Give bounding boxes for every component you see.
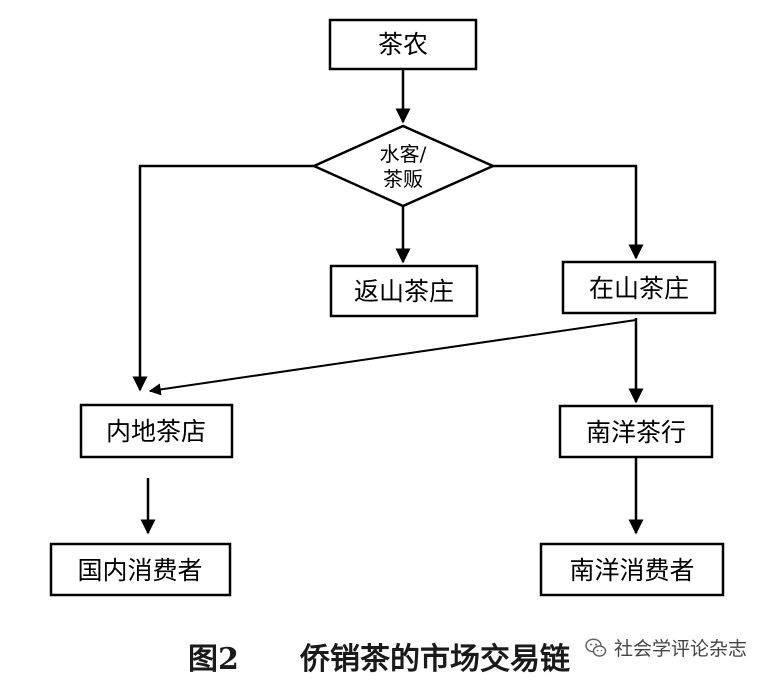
node-tea-farmer-label: 茶农 (378, 30, 428, 59)
figure-number: 图2 (188, 642, 239, 677)
figure-caption: 图2 侨销茶的市场交易链 (0, 626, 771, 677)
node-in-mountain-label: 在山茶庄 (589, 274, 689, 303)
node-inland-tea-shop: 内地茶店 (79, 403, 234, 459)
node-domestic-consumer-label: 国内消费者 (77, 556, 202, 585)
arrow-in-mountain-to-inland-shop (148, 319, 637, 396)
arrow-dealer-to-in-mountain (493, 164, 644, 260)
node-tea-farmer: 茶农 (328, 18, 478, 71)
figure-title: 侨销茶的市场交易链 (300, 642, 570, 677)
node-return-mountain-label: 返山茶庄 (354, 277, 454, 306)
node-domestic-consumer: 国内消费者 (49, 542, 232, 597)
node-water-guest-dealer: 水客/ 茶贩 (310, 124, 497, 208)
watermark-text: 社会学评论杂志 (614, 638, 748, 660)
watermark: 社会学评论杂志 (584, 634, 747, 661)
wechat-icon (585, 637, 607, 657)
node-nanyang-consumer: 南洋消费者 (539, 542, 725, 597)
node-nanyang-firm-label: 南洋茶行 (586, 418, 686, 447)
node-inland-shop-label: 内地茶店 (106, 417, 206, 446)
node-nanyang-tea-firm: 南洋茶行 (558, 404, 714, 459)
node-water-guest-label-line1: 水客/ (380, 142, 427, 166)
arrow-dealer-to-inland-shop (132, 164, 314, 392)
node-in-mountain-estate: 在山茶庄 (561, 260, 717, 315)
node-water-guest-label-line2: 茶贩 (383, 167, 423, 191)
node-return-mountain-estate: 返山茶庄 (329, 264, 479, 318)
flowchart: 茶农 水客/ 茶贩 返山茶庄 在山茶庄 内地茶店 南洋茶行 国内消费者 南洋消费… (49, 18, 725, 597)
node-nanyang-consumer-label: 南洋消费者 (569, 556, 694, 585)
connectors (132, 69, 644, 535)
